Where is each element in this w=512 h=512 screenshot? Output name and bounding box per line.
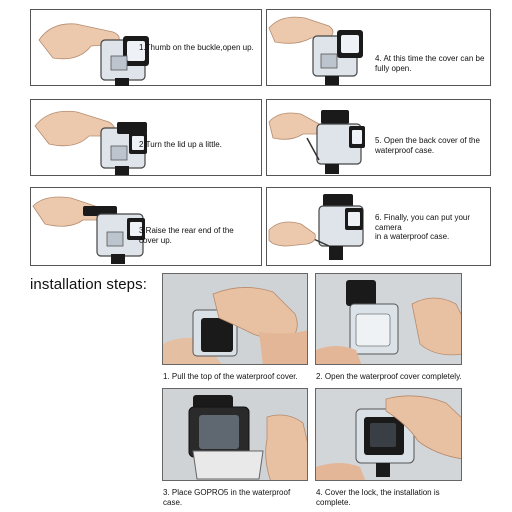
step-2-caption: 2.Turn the lid up a little. bbox=[139, 140, 222, 149]
step-2-illustration bbox=[34, 110, 147, 175]
install-photo-2 bbox=[315, 273, 462, 365]
install-step-2-caption: 2. Open the waterproof cover completely. bbox=[316, 372, 462, 381]
install-photo-4 bbox=[315, 388, 462, 481]
step-6-illustration bbox=[268, 194, 364, 260]
install-photo-2-image bbox=[316, 274, 461, 364]
step-3-illustration bbox=[32, 196, 145, 264]
install-photo-1 bbox=[162, 273, 308, 365]
install-photo-3-image bbox=[163, 389, 307, 480]
install-photo-1-image bbox=[163, 274, 307, 364]
step-panel-6: 6. Finally, you can put your camera in a… bbox=[266, 187, 491, 266]
installation-heading: installation steps: bbox=[30, 276, 147, 293]
install-photo-3 bbox=[162, 388, 308, 481]
step-panel-4: 4. At this time the cover can be fully o… bbox=[266, 9, 491, 86]
step-5-illustration bbox=[268, 110, 365, 174]
install-photo-4-image bbox=[316, 389, 461, 480]
step-panel-1: 1.Thumb on the buckle,open up. bbox=[30, 9, 262, 86]
step-panel-2: 2.Turn the lid up a little. bbox=[30, 99, 262, 176]
step-1-caption: 1.Thumb on the buckle,open up. bbox=[139, 43, 254, 52]
install-step-4-caption: 4. Cover the lock, the installation is c… bbox=[316, 488, 440, 507]
step-4-caption: 4. At this time the cover can be fully o… bbox=[375, 54, 485, 73]
step-1-illustration bbox=[38, 23, 149, 86]
step-3-caption: 3.Raise the rear end of the cover up. bbox=[139, 226, 234, 245]
install-step-1-caption: 1. Pull the top of the waterproof cover. bbox=[163, 372, 298, 381]
step-panel-3: 3.Raise the rear end of the cover up. bbox=[30, 187, 262, 266]
install-step-3-caption: 3. Place GOPRO5 in the waterproof case. bbox=[163, 488, 291, 507]
step-panel-5: 5. Open the back cover of the waterproof… bbox=[266, 99, 491, 176]
step-5-caption: 5. Open the back cover of the waterproof… bbox=[375, 136, 480, 155]
step-4-illustration bbox=[268, 16, 363, 85]
step-6-caption: 6. Finally, you can put your camera in a… bbox=[375, 213, 471, 241]
